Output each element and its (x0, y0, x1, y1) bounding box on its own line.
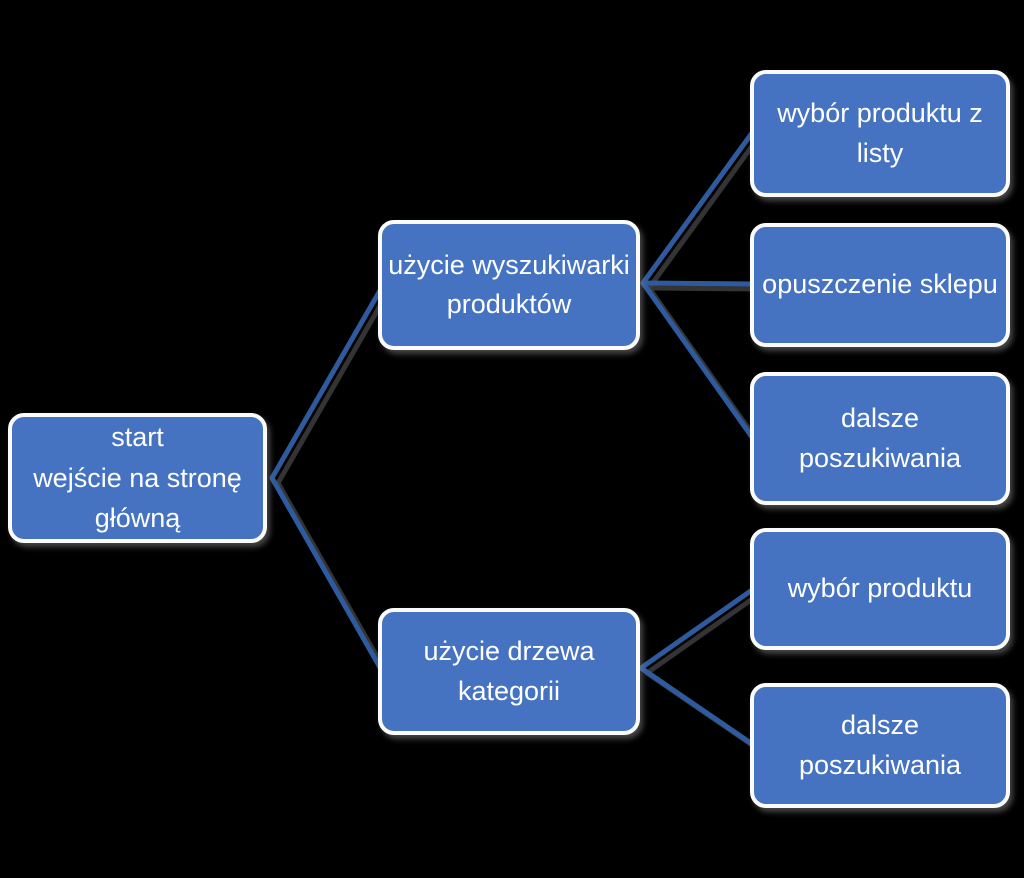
connector-search-to-opuszczenie-sklepu (640, 280, 761, 292)
connector-search-to-wybor-produktu-z-listy (640, 130, 761, 291)
node-label: wybór produktu z listy (777, 98, 983, 168)
connector-tree-to-dalsze-poszukiwania (638, 665, 761, 752)
node-opuszczenie-sklepu: opuszczenie sklepu (750, 223, 1010, 347)
node-dalsze-poszukiwania-1: dalsze poszukiwania (750, 372, 1010, 505)
node-sublabel: wejście na stronę główną (33, 463, 242, 533)
node-label: opuszczenie sklepu (762, 269, 998, 300)
node-label: wybór produktu (787, 573, 973, 604)
node-label: dalsze poszukiwania (798, 710, 962, 780)
node-wybor-produktu-z-listy: wybór produktu z listy (750, 70, 1010, 197)
node-uzycie-wyszukiwarki-produktow: użycie wyszukiwarki produktów (378, 220, 640, 350)
node-dalsze-poszukiwania-2: dalsze poszukiwania (750, 683, 1010, 808)
node-uzycie-drzewa-kategorii: użycie drzewa kategorii (378, 608, 640, 735)
node-label: start (111, 422, 164, 453)
node-label: użycie drzewa kategorii (423, 636, 595, 706)
connector-start-to-search (269, 284, 391, 486)
node-wybor-produktu: wybór produktu (750, 528, 1010, 650)
node-start: start wejście na stronę główną (8, 413, 267, 543)
connector-start-to-tree (269, 475, 391, 679)
node-label: użycie wyszukiwarki produktów (388, 249, 630, 319)
connector-tree-to-wybor-produktu (638, 587, 761, 676)
node-label: dalsze poszukiwania (798, 403, 962, 473)
connector-search-to-dalsze-poszukiwania (640, 280, 761, 445)
